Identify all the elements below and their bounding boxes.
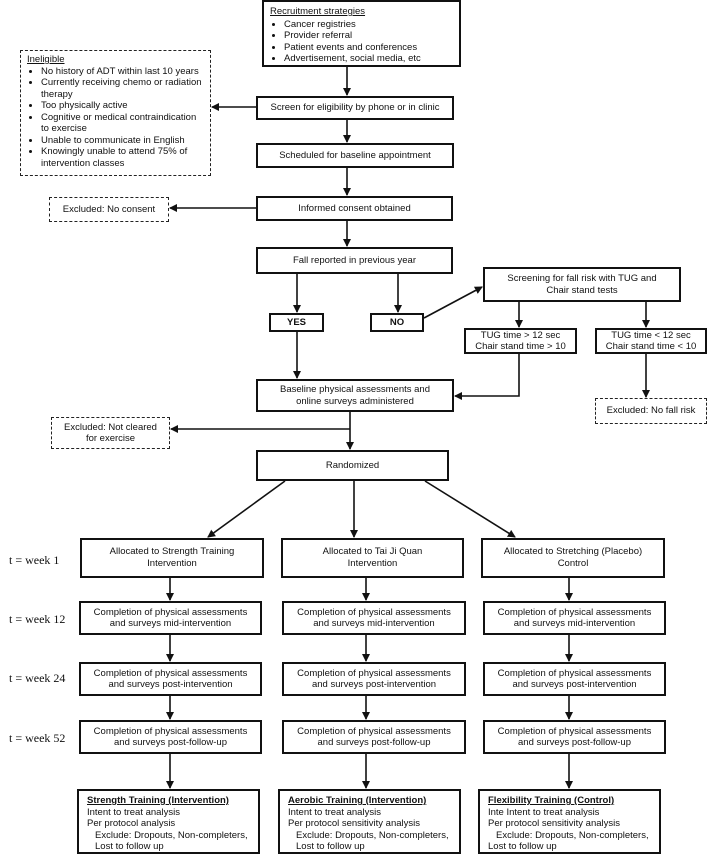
baseline-box: Baseline physical assessments and online… — [256, 379, 454, 412]
mid-strength-box: Completion of physical assessments and s… — [79, 601, 262, 635]
arrow — [424, 480, 516, 538]
final-line: Per protocol sensitivity analysis — [488, 818, 620, 829]
excluded-consent-box: Excluded: No consent — [49, 197, 169, 222]
randomized-box: Randomized — [256, 450, 449, 481]
allocated-stretching-box: Allocated to Stretching (Placebo) Contro… — [481, 538, 665, 578]
fall-box: Fall reported in previous year — [256, 247, 453, 274]
mid-stretching-box: Completion of physical assessments and s… — [483, 601, 666, 635]
final-flexibility-box: Flexibility Training (Control) Inte Inte… — [478, 789, 661, 854]
final-exclude: Lost to follow up — [296, 841, 365, 852]
mid-taiji-box: Completion of physical assessments and s… — [282, 601, 466, 635]
timepoint-label: t = week 1 — [9, 553, 60, 567]
list-item: Unable to communicate in English — [41, 135, 204, 147]
recruitment-box: Recruitment strategies Cancer registries… — [262, 0, 461, 67]
post-strength-box: Completion of physical assessments and s… — [79, 662, 262, 696]
arrow — [423, 286, 483, 319]
post-stretching-box: Completion of physical assessments and s… — [483, 662, 666, 696]
list-item: Advertisement, social media, etc — [284, 53, 421, 65]
final-line: Per protocol sensitivity analysis — [288, 818, 420, 829]
allocated-strength-box: Allocated to Strength Training Intervent… — [80, 538, 264, 578]
final-exclude: Lost to follow up — [488, 841, 557, 852]
follow-strength-box: Completion of physical assessments and s… — [79, 720, 262, 754]
list-item: Patient events and conferences — [284, 42, 421, 54]
final-line: Intent to treat analysis — [288, 806, 381, 818]
timepoint-label: t = week 24 — [9, 671, 66, 685]
ineligible-box: Ineligible No history of ADT within last… — [20, 50, 211, 176]
final-title: Strength Training (Intervention) — [87, 795, 229, 806]
tug-high-box: TUG time > 12 sec Chair stand time > 10 — [464, 328, 577, 354]
follow-stretching-box: Completion of physical assessments and s… — [483, 720, 666, 754]
ineligible-title: Ineligible — [27, 54, 65, 65]
list-item: Cancer registries — [284, 19, 421, 31]
final-line: Intent to treat analysis — [87, 806, 180, 818]
timepoint-label: t = week 52 — [9, 731, 66, 745]
consent-box: Informed consent obtained — [256, 196, 453, 221]
scheduled-box: Scheduled for baseline appointment — [256, 143, 454, 168]
arrow — [454, 354, 520, 400]
final-exclude: Exclude: Dropouts, Non-completers, — [95, 829, 248, 841]
tug-line: TUG time > 12 sec — [480, 329, 561, 341]
allocated-taiji-box: Allocated to Tai Ji Quan Intervention — [281, 538, 464, 578]
post-taiji-box: Completion of physical assessments and s… — [282, 662, 466, 696]
final-exclude: Exclude: Dropouts, Non-completers, — [496, 829, 649, 841]
fall-screening-box: Screening for fall risk with TUG and Cha… — [483, 267, 681, 302]
list-item: Provider referral — [284, 30, 421, 42]
no-box: NO — [370, 313, 424, 332]
timepoint-label: t = week 12 — [9, 612, 66, 626]
final-exclude: Exclude: Dropouts, Non-completers, — [296, 829, 449, 841]
tug-line: Chair stand time > 10 — [475, 341, 566, 352]
tug-line: TUG time < 12 sec — [611, 329, 691, 341]
follow-taiji-box: Completion of physical assessments and s… — [282, 720, 466, 754]
screen-box: Screen for eligibility by phone or in cl… — [256, 96, 454, 120]
final-line: Per protocol analysis — [87, 818, 176, 829]
final-strength-box: Strength Training (Intervention) Intent … — [77, 789, 260, 854]
final-title: Aerobic Training (Intervention) — [288, 795, 427, 806]
list-item: Currently receiving chemo or radiation t… — [41, 77, 204, 100]
recruitment-title: Recruitment strategies — [270, 6, 366, 17]
list-item: Too physically active — [41, 100, 204, 112]
list-item: Cognitive or medical contraindication to… — [41, 112, 204, 135]
final-aerobic-box: Aerobic Training (Intervention) Intent t… — [278, 789, 461, 854]
yes-box: YES — [269, 313, 324, 332]
final-title: Flexibility Training (Control) — [488, 795, 615, 806]
tug-low-box: TUG time < 12 sec Chair stand time < 10 — [595, 328, 707, 354]
tug-line: Chair stand time < 10 — [605, 341, 697, 352]
final-exclude: Lost to follow up — [95, 841, 164, 852]
arrow — [207, 480, 286, 538]
excluded-clearance-box: Excluded: Not cleared for exercise — [51, 417, 170, 449]
final-line: Inte Intent to treat analysis — [488, 806, 600, 818]
list-item: No history of ADT within last 10 years — [41, 66, 204, 78]
list-item: Knowingly unable to attend 75% of interv… — [41, 146, 204, 169]
excluded-fall-box: Excluded: No fall risk — [595, 398, 707, 424]
